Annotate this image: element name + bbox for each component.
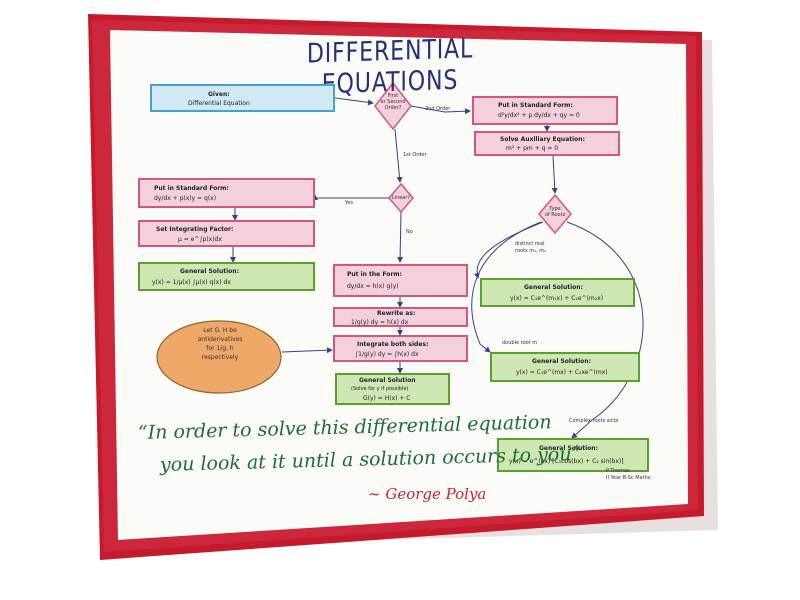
signature-class: II Year B.Sc Maths xyxy=(606,475,651,481)
std-form-2nd-heading: Put in Standard Form: xyxy=(498,102,573,109)
roots-decision-label: Type of Roots xyxy=(540,206,570,218)
gen-sol-distinct-heading: General Solution: xyxy=(524,284,583,291)
signature: P.Thomas II Year B.Sc Maths xyxy=(606,468,650,482)
note-oval xyxy=(156,320,282,394)
auxiliary-heading: Solve Auxiliary Equation: xyxy=(500,136,585,143)
order-decision-line1: First xyxy=(387,93,399,99)
integrate-heading: Integrate both sides: xyxy=(357,341,429,348)
gen-sol-double-box: General Solution: y(x) = C₁e^(mx) + C₂xe… xyxy=(490,352,640,382)
gen-sol-separable-note: (Solve for y if possible) xyxy=(351,386,409,392)
roots-decision-line2: of Roots xyxy=(544,212,566,218)
put-in-form-box: Put in the Form: dy/dx = h(x) g(y) xyxy=(333,264,468,297)
integrating-factor-equation: μ = e^∫p(x)dx xyxy=(178,236,222,243)
arrow-linear-no xyxy=(397,211,404,263)
note-line3: for 1/g, h xyxy=(206,345,234,352)
given-box: Given: Differential Equation xyxy=(150,84,335,112)
auxiliary-equation: m² + pm + q = 0 xyxy=(506,145,559,152)
edge-label-1st-order: 1st Order xyxy=(403,152,427,158)
note-line2: antiderivatives xyxy=(197,336,243,343)
arrow-order-to-linear xyxy=(394,128,403,183)
gen-sol-separable-box: General Solution (Solve for y if possibl… xyxy=(335,373,450,405)
arrow-note-to-integrate xyxy=(281,347,333,354)
given-heading: Given: xyxy=(208,91,230,98)
arrow-aux-to-roots xyxy=(551,155,558,194)
std-form-2nd-box: Put in Standard Form: d²y/dx² + p dy/dx … xyxy=(472,96,618,125)
integrating-factor-heading: Set Integrating Factor: xyxy=(156,226,234,233)
gen-sol-double-equation: y(x) = C₁e^(mx) + C₂xe^(mx) xyxy=(516,369,608,376)
arrow-given-to-order xyxy=(334,97,374,106)
order-decision-label: First or Second Order? xyxy=(371,93,415,111)
edge-label-distinct: distinct real roots m₁, m₂ xyxy=(515,241,546,255)
edge-label-distinct-line2: roots m₁, m₂ xyxy=(515,248,547,254)
gen-sol-complex-box: General Solution: y(x) = e^(ax) [C₁cos(b… xyxy=(497,438,649,472)
edge-label-no: No xyxy=(406,229,413,235)
order-decision-diamond xyxy=(374,81,412,131)
roots-decision-line1: Type xyxy=(549,206,561,212)
given-text: Differential Equation xyxy=(188,100,250,107)
order-decision-line2: or Second xyxy=(380,99,406,105)
signature-name: P.Thomas xyxy=(606,468,630,474)
integrating-factor-box: Set Integrating Factor: μ = e^∫p(x)dx xyxy=(138,220,315,247)
gen-sol-linear-heading: General Solution: xyxy=(180,268,239,275)
gen-sol-linear-equation: y(x) = 1/μ(x) ∫μ(x) q(x) dx xyxy=(152,279,231,286)
note-line1: Let G, H be xyxy=(203,327,237,334)
put-in-form-equation: dy/dx = h(x) g(y) xyxy=(347,283,399,290)
std-form-2nd-equation: d²y/dx² + p dy/dx + qy = 0 xyxy=(498,112,580,119)
integrate-box: Integrate both sides: ∫1/g(y) dy = ∫h(x)… xyxy=(333,335,468,362)
std-form-1st-heading: Put in Standard Form: xyxy=(154,185,229,192)
rewrite-box: Rewrite as: 1/g(y) dy = h(x) dx xyxy=(333,307,468,327)
arrow-order-to-2nd xyxy=(410,105,471,115)
gen-sol-separable-heading: General Solution xyxy=(359,377,416,384)
note-text: Let G, H be antiderivatives for 1/g, h r… xyxy=(175,326,265,362)
rewrite-heading: Rewrite as: xyxy=(377,310,416,317)
gen-sol-distinct-box: General Solution: y(x) = C₁e^(m₁x) + C₂e… xyxy=(480,278,635,307)
gen-sol-complex-equation: y(x) = e^(ax) [C₁cos(bx) + C₂ sin(bx)] xyxy=(509,458,624,465)
rewrite-equation: 1/g(y) dy = h(x) dx xyxy=(351,319,409,326)
linear-decision-line1: Linear? xyxy=(391,195,411,201)
roots-decision-diamond xyxy=(538,193,572,235)
gen-sol-double-heading: General Solution: xyxy=(532,358,591,365)
arrow-linear-yes xyxy=(312,194,389,200)
auxiliary-box: Solve Auxiliary Equation: m² + pm + q = … xyxy=(474,131,620,156)
gen-sol-distinct-equation: y(x) = C₁e^(m₁x) + C₂e^(m₂x) xyxy=(510,295,604,302)
quote-author: ~ George Polya xyxy=(368,485,487,503)
edge-label-2nd-order: 2nd Order xyxy=(425,106,451,112)
edge-label-distinct-line1: distinct real xyxy=(515,241,545,247)
gen-sol-linear-box: General Solution: y(x) = 1/μ(x) ∫μ(x) q(… xyxy=(138,262,315,291)
arrow-complex xyxy=(566,221,644,439)
edge-label-double: double root m xyxy=(502,340,538,346)
edge-label-yes: Yes xyxy=(345,200,354,206)
note-line4: respectively xyxy=(201,354,239,361)
gen-sol-separable-equation: G(y) = H(x) + C xyxy=(363,395,411,402)
integrate-equation: ∫1/g(y) dy = ∫h(x) dx xyxy=(355,351,419,358)
order-decision-line3: Order? xyxy=(384,105,402,111)
flow-arrows xyxy=(230,97,644,439)
std-form-1st-box: Put in Standard Form: dy/dx + p(x)y = q(… xyxy=(138,178,315,208)
edge-label-complex: Complex roots a±bi xyxy=(569,418,619,424)
arrow-double xyxy=(471,221,542,353)
gen-sol-complex-heading: General Solution: xyxy=(539,445,598,452)
linear-decision-label: Linear? xyxy=(386,195,416,201)
std-form-1st-equation: dy/dx + p(x)y = q(x) xyxy=(154,195,217,202)
put-in-form-heading: Put in the Form: xyxy=(347,271,402,278)
